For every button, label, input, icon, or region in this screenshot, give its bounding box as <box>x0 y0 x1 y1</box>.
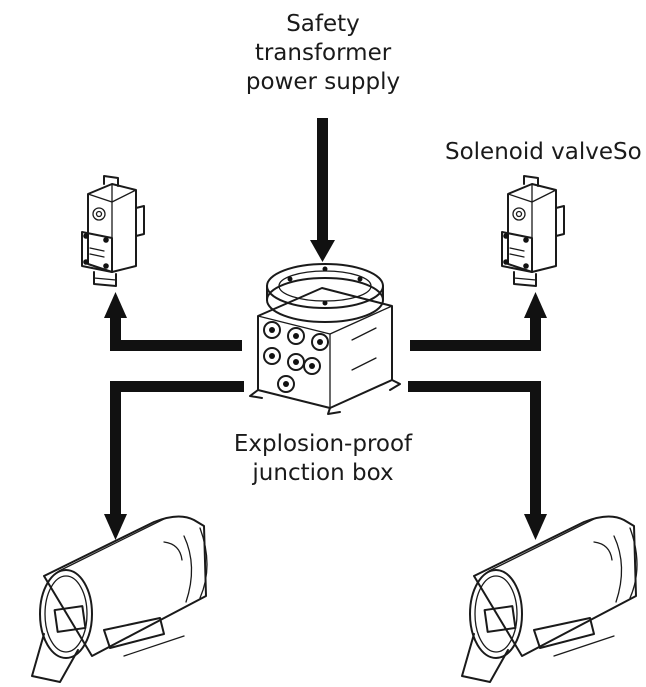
power-supply-label: Safety transformer power supply <box>218 10 428 97</box>
junction-box-label-line-2: junction box <box>252 460 394 486</box>
power-supply-label-line-3: power supply <box>245 69 401 95</box>
camera-housing-right <box>461 515 638 683</box>
arrow-to-solenoid-right <box>410 292 547 351</box>
arrow-to-camera-left <box>104 381 244 540</box>
power-supply-label-line-1: Safety <box>286 11 360 37</box>
arrow-to-camera-right <box>408 381 547 540</box>
solenoid-valve-left <box>81 175 145 287</box>
junction-box-label-line-1: Explosion-proof <box>233 431 413 457</box>
arrow-to-solenoid-left <box>104 292 242 351</box>
junction-box-icon <box>249 263 401 415</box>
camera-housing-left <box>31 515 208 683</box>
junction-box-label: Explosion-proof junction box <box>198 430 448 488</box>
solenoid-valve-label: Solenoid valveSo <box>445 139 642 165</box>
power-supply-label-line-2: transformer <box>254 40 392 66</box>
solenoid-valve-right <box>501 175 565 287</box>
power-input-arrow <box>310 118 335 262</box>
